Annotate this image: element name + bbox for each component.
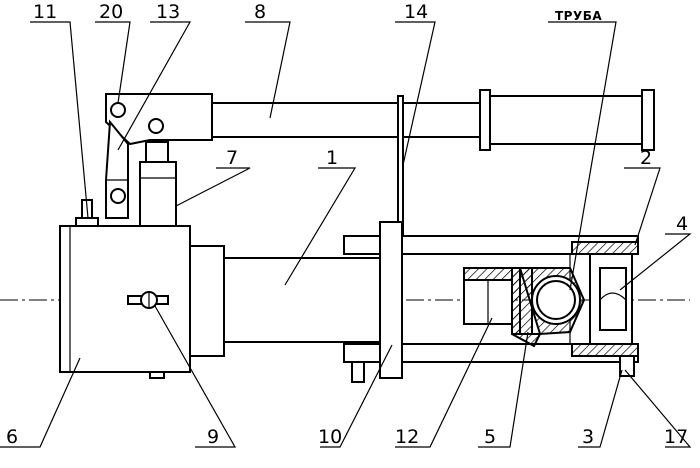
label-3: 3: [582, 426, 594, 448]
label-12: 12: [395, 426, 419, 448]
link-bar: [105, 119, 129, 219]
hatched-supports: [571, 241, 639, 377]
stop-die: [589, 253, 633, 345]
label-pipe: ТРУБА: [555, 9, 602, 23]
label-20: 20: [99, 1, 123, 23]
label-14: 14: [404, 1, 428, 23]
pump-body: [59, 225, 191, 379]
piston: [463, 279, 513, 325]
labels: 11 20 13 8 14 ТРУБА 7 1 2 4 6 9 10 12 5 …: [6, 1, 688, 448]
label-9: 9: [207, 426, 219, 448]
label-1: 1: [326, 147, 338, 169]
label-17: 17: [664, 426, 688, 448]
pusher: [463, 267, 586, 348]
label-5: 5: [484, 426, 496, 448]
lever-handle: [105, 89, 655, 151]
label-8: 8: [254, 1, 266, 23]
label-13: 13: [156, 1, 180, 23]
label-6: 6: [6, 426, 18, 448]
plunger: [139, 141, 177, 227]
guide-rod: [397, 95, 404, 237]
leader-lines: [0, 21, 692, 448]
label-11: 11: [33, 1, 57, 23]
label-10: 10: [318, 426, 342, 448]
label-7: 7: [226, 147, 238, 169]
label-2: 2: [640, 147, 652, 169]
label-4: 4: [676, 213, 688, 235]
cylinder: [189, 245, 385, 357]
flange-nut: [379, 221, 403, 379]
